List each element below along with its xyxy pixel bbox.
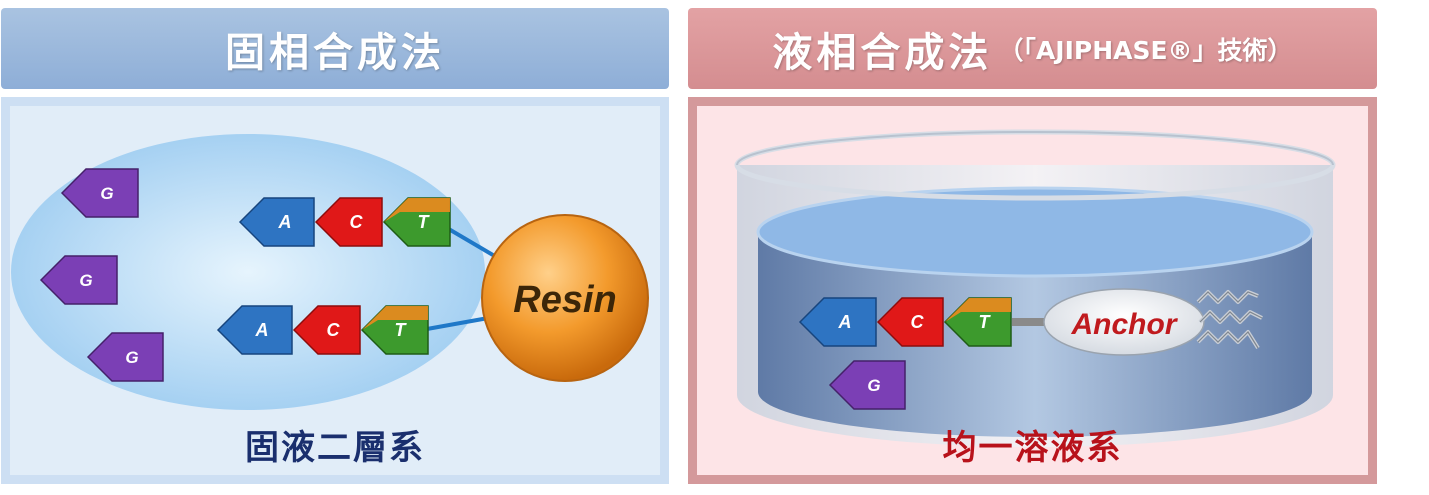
vessel-rim-back <box>736 131 1334 166</box>
free-base-g-1: G <box>60 168 139 218</box>
free-base-g-liquid: G <box>828 360 906 410</box>
base-g-label: G <box>125 348 138 367</box>
liquid-surface <box>756 186 1314 278</box>
base-a-label: A <box>255 320 269 340</box>
anchored-chain: A C T <box>798 297 1012 347</box>
base-c-label: C <box>911 312 925 332</box>
anchor-ellipse <box>1043 288 1205 356</box>
solid-phase-title: 固相合成法 <box>225 29 445 76</box>
base-c-block <box>292 305 361 355</box>
base-a-block <box>238 197 315 247</box>
base-t-label: T <box>418 212 431 232</box>
base-c-block <box>314 197 383 247</box>
attached-chain-bottom: A C T <box>216 305 429 355</box>
base-g-label: G <box>100 184 113 203</box>
anchor-label: Anchor <box>1071 308 1179 341</box>
resin-label: Resin <box>513 279 616 321</box>
free-base-g-3: G <box>86 332 164 382</box>
attached-chain-top: A C T <box>238 197 451 247</box>
base-c-label: C <box>327 320 341 340</box>
base-t-label: T <box>979 312 992 332</box>
base-g-label: G <box>79 271 92 290</box>
solid-phase-system-label: 固液二層系 <box>245 428 425 468</box>
reaction-vessel <box>734 129 1336 447</box>
liquid-phase-system-label: 均一溶液系 <box>942 428 1123 468</box>
liquid-phase-header: 液相合成法 （「AJIPHASE®」技術） <box>688 8 1377 89</box>
solid-phase-header: 固相合成法 <box>1 8 669 89</box>
liquid-phase-title: 液相合成法 <box>772 29 993 76</box>
base-g-label: G <box>867 376 880 395</box>
resin-bead <box>481 214 649 382</box>
base-c-label: C <box>350 212 364 232</box>
base-c-block <box>876 297 944 347</box>
base-a-label: A <box>838 312 852 332</box>
base-t-highlight <box>362 306 428 330</box>
free-base-g-2: G <box>39 255 118 305</box>
base-t-label: T <box>395 320 408 340</box>
liquid-phase-subtitle: （「AJIPHASE®」技術） <box>998 35 1293 65</box>
alkyl-chain-outlines <box>1197 291 1263 349</box>
base-t-highlight <box>945 298 1011 322</box>
base-a-label: A <box>278 212 292 232</box>
base-a-block <box>798 297 877 347</box>
base-t-highlight <box>384 198 450 222</box>
base-a-block <box>216 305 293 355</box>
